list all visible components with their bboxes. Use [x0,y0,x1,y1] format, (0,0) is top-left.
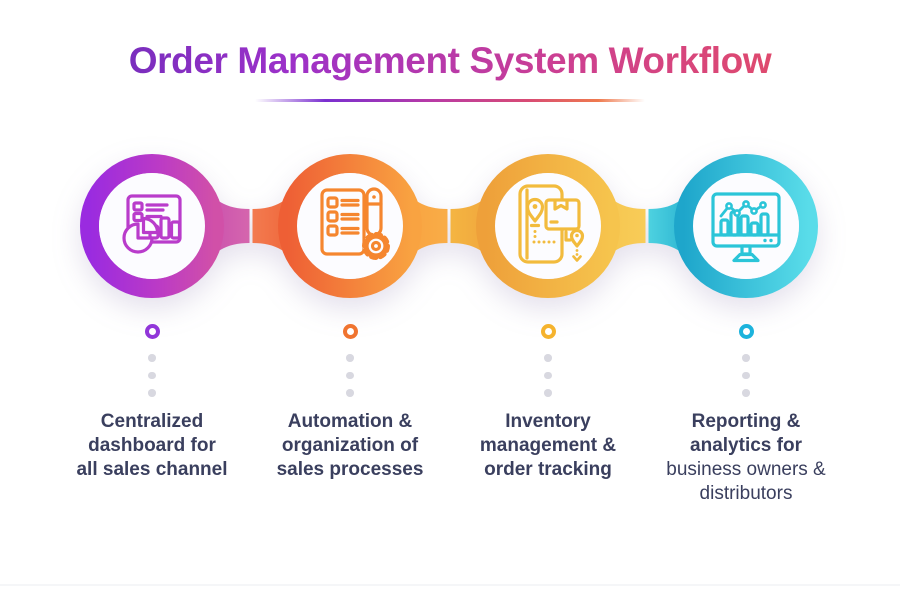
step-marker-dot [540,324,556,339]
trail-dot [544,354,552,362]
trail-dot [742,354,750,362]
step-column-1: Centralized dashboard for all sales chan… [53,324,251,482]
title-divider [255,99,645,102]
step-ring-4 [674,154,818,298]
trail-dot [148,354,156,362]
monitor-analytics-icon [711,192,781,263]
trail-dot [544,389,552,397]
step-label-2: Automation & organization of sales proce… [276,410,424,480]
step-column-4: Reporting & analytics for business owner… [647,324,845,506]
page-title: Order Management System Workflow [0,40,900,82]
dashboard-analytics-icon [122,194,182,254]
step-inner-4 [693,173,799,279]
step-ring-2 [278,154,422,298]
trail-dot [742,389,750,397]
trail-dot [544,371,552,379]
step-label-3: Inventory management & order tracking [479,410,617,480]
step-column-3: Inventory management & order tracking [449,324,647,482]
package-tracking-icon [518,184,585,264]
step-label-1: Centralized dashboard for all sales chan… [76,410,228,480]
step-circle-3 [476,154,620,298]
step-ring-3 [476,154,620,298]
step-circle-4 [674,154,818,298]
step-label-4: Reporting & analytics for business owner… [666,410,826,504]
trail-dot [346,389,354,397]
step-marker-dot [144,324,160,339]
step-column-2: Automation & organization of sales proce… [251,324,449,482]
trail-dot [742,371,750,379]
workflow-chain [80,154,818,298]
trail-dot [346,354,354,362]
checklist-gear-icon [320,187,390,260]
trail-dot [148,371,156,379]
step-marker-dot [342,324,358,339]
bottom-divider [0,584,900,586]
trail-dot [346,371,354,379]
step-marker-dot [738,324,754,339]
step-ring-1 [80,154,224,298]
trail-dot [148,389,156,397]
step-circle-2 [278,154,422,298]
step-circle-1 [80,154,224,298]
